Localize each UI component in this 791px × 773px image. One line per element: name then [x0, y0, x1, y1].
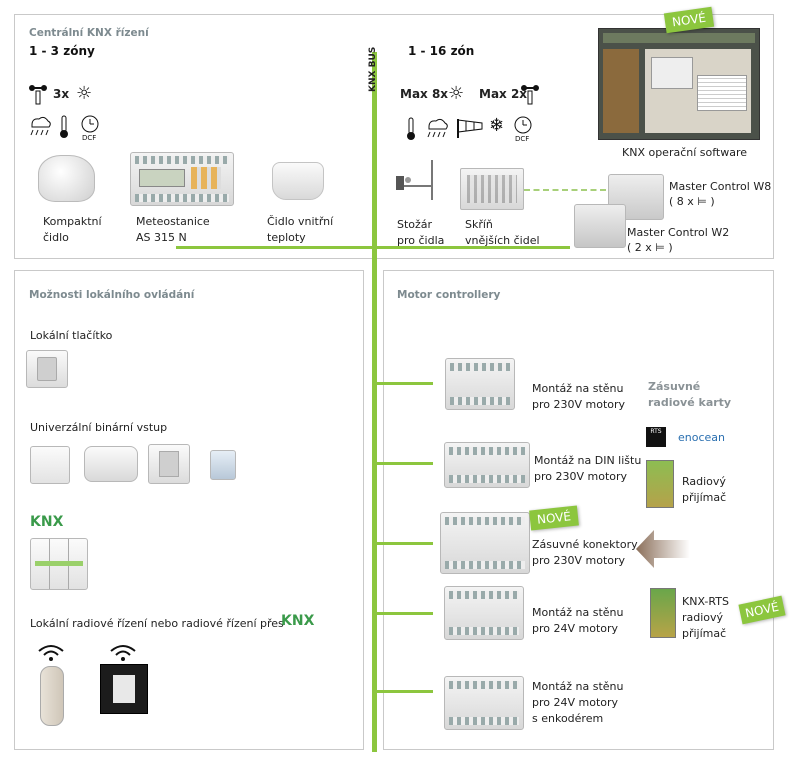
- controller-24v-wall-image: [444, 586, 524, 640]
- local-button-image: [26, 350, 68, 388]
- radio-knx-logo: KNX: [281, 613, 315, 629]
- knx-rts-label-1: KNX-RTS: [682, 595, 729, 608]
- binary-input-label: Univerzální binární vstup: [30, 421, 168, 434]
- svg-text:DCF: DCF: [515, 135, 529, 142]
- compact-sensor-image: [38, 155, 95, 202]
- clock-dcf-icon: DCF: [513, 116, 535, 147]
- compact-sensor-label-2: čidlo: [43, 231, 69, 244]
- controller-230v-plug-image: [440, 512, 530, 574]
- wifi-icon: [36, 643, 66, 668]
- software-screenshot: [598, 28, 760, 140]
- controller-3-label-2: pro 230V motory: [532, 554, 626, 567]
- software-label: KNX operační software: [622, 146, 748, 159]
- binary-input-image-4: [210, 450, 236, 480]
- rts-logo: RTS: [646, 427, 666, 447]
- controller-230v-din-image: [444, 442, 530, 488]
- knx-bus-line: [372, 52, 377, 752]
- controller-1-label-1: Montáž na stěnu: [532, 382, 624, 395]
- snowflake-icon: ❄: [489, 115, 505, 136]
- wind-sensor-icon: [520, 83, 540, 110]
- sensor-box-label-2: vnějších čidel: [465, 234, 540, 247]
- bus-branch-1: [377, 382, 433, 385]
- zones-1-16-heading: 1 - 16 zón: [408, 44, 475, 58]
- local-control-panel: [14, 270, 364, 750]
- indoor-sensor-label-2: teploty: [267, 231, 306, 244]
- radio-receiver-label-1: Radiový: [682, 475, 726, 488]
- knx-rts-receiver-image: [650, 588, 676, 638]
- rain-icon: [28, 115, 52, 142]
- bus-branch-3: [377, 542, 433, 545]
- controller-24v-encoder-image: [444, 676, 524, 730]
- wind-sensor-icon: [28, 83, 48, 110]
- motor-controllers-title: Motor controllery: [397, 289, 501, 301]
- radio-cards-title-2: radiové karty: [648, 396, 732, 409]
- mast-image: [388, 160, 444, 206]
- indoor-sensor-image: [272, 162, 324, 200]
- master-w2-label-1: Master Control W2: [627, 226, 730, 239]
- binary-input-image-1: [30, 446, 70, 484]
- controller-230v-wall-image: [445, 358, 515, 410]
- controller-2-label-1: Montáž na DIN lištu: [534, 454, 642, 467]
- knx-bus-label: KNX BUS: [368, 46, 378, 92]
- sensor-box-label-1: Skříň: [465, 218, 493, 231]
- enocean-logo: enocean: [678, 431, 725, 444]
- bus-branch-5: [377, 690, 433, 693]
- central-knx-title: Centrální KNX řízení: [29, 27, 149, 39]
- indoor-sensor-label-1: Čidlo vnitřní: [267, 215, 334, 228]
- dashed-connector: [524, 189, 606, 191]
- wind-sock-icon: [456, 117, 484, 144]
- radio-cards-title-1: Zásuvné: [648, 380, 701, 393]
- local-button-label: Lokální tlačítko: [30, 329, 113, 342]
- max-sun-label: Max 8x: [400, 87, 449, 101]
- controller-4-label-1: Montáž na stěnu: [532, 606, 624, 619]
- master-w8-label-2: ( 8 x ⊨ ): [669, 195, 715, 208]
- knx-switch-image: [30, 538, 88, 590]
- meteo-station-image: [130, 152, 234, 206]
- knx-rts-label-3: přijímač: [682, 627, 727, 640]
- binary-input-image-2: [84, 446, 138, 482]
- controller-5-label-1: Montáž na stěnu: [532, 680, 624, 693]
- controller-5-label-2: pro 24V motory: [532, 696, 619, 709]
- bus-branch-2: [377, 462, 433, 465]
- svg-text:DCF: DCF: [82, 134, 96, 141]
- controller-5-label-3: s enkodérem: [532, 712, 604, 725]
- zones-1-3-heading: 1 - 3 zóny: [29, 44, 95, 58]
- wifi-icon: [108, 643, 138, 668]
- mast-label-2: pro čidla: [397, 234, 445, 247]
- top-bus-line: [176, 246, 570, 249]
- master-w2-label-2: ( 2 x ⊨ ): [627, 241, 673, 254]
- bus-branch-4: [377, 612, 433, 615]
- knx-logo: KNX: [30, 514, 64, 530]
- sensor-box-image: [460, 168, 524, 210]
- binary-input-image-3: [148, 444, 190, 484]
- max-wind-label: Max 2x: [479, 87, 528, 101]
- meteo-station-label-2: AS 315 N: [136, 231, 187, 244]
- thermometer-icon: [405, 117, 417, 146]
- arrow-left-icon: [636, 530, 690, 568]
- sun-count: 3x: [53, 87, 70, 101]
- compact-sensor-label-1: Kompaktní: [43, 215, 102, 228]
- radio-receiver-image: [646, 460, 674, 508]
- meteo-station-label-1: Meteostanice: [136, 215, 210, 228]
- motor-controllers-panel: [383, 270, 774, 750]
- master-w2-image: [574, 204, 626, 248]
- radio-receiver-label-2: přijímač: [682, 491, 727, 504]
- master-w8-label-1: Master Control W8: [669, 180, 772, 193]
- sun-icon: ☼: [76, 83, 93, 104]
- controller-4-label-2: pro 24V motory: [532, 622, 619, 635]
- clock-dcf-icon: DCF: [80, 115, 102, 146]
- rain-icon: [425, 117, 449, 144]
- controller-2-label-2: pro 230V motory: [534, 470, 628, 483]
- radio-control-label: Lokální radiové řízení nebo radiové říze…: [30, 617, 284, 630]
- knx-rts-label-2: radiový: [682, 611, 724, 624]
- thermometer-icon: [58, 115, 70, 144]
- controller-1-label-2: pro 230V motory: [532, 398, 626, 411]
- remote-control-image: [40, 666, 64, 726]
- mast-label-1: Stožár: [397, 218, 433, 231]
- sun-icon: ☼: [448, 83, 465, 104]
- controller-3-label-1: Zásuvné konektory: [532, 538, 638, 551]
- wall-remote-image: [100, 664, 148, 714]
- local-control-title: Možnosti lokálního ovládání: [29, 289, 195, 301]
